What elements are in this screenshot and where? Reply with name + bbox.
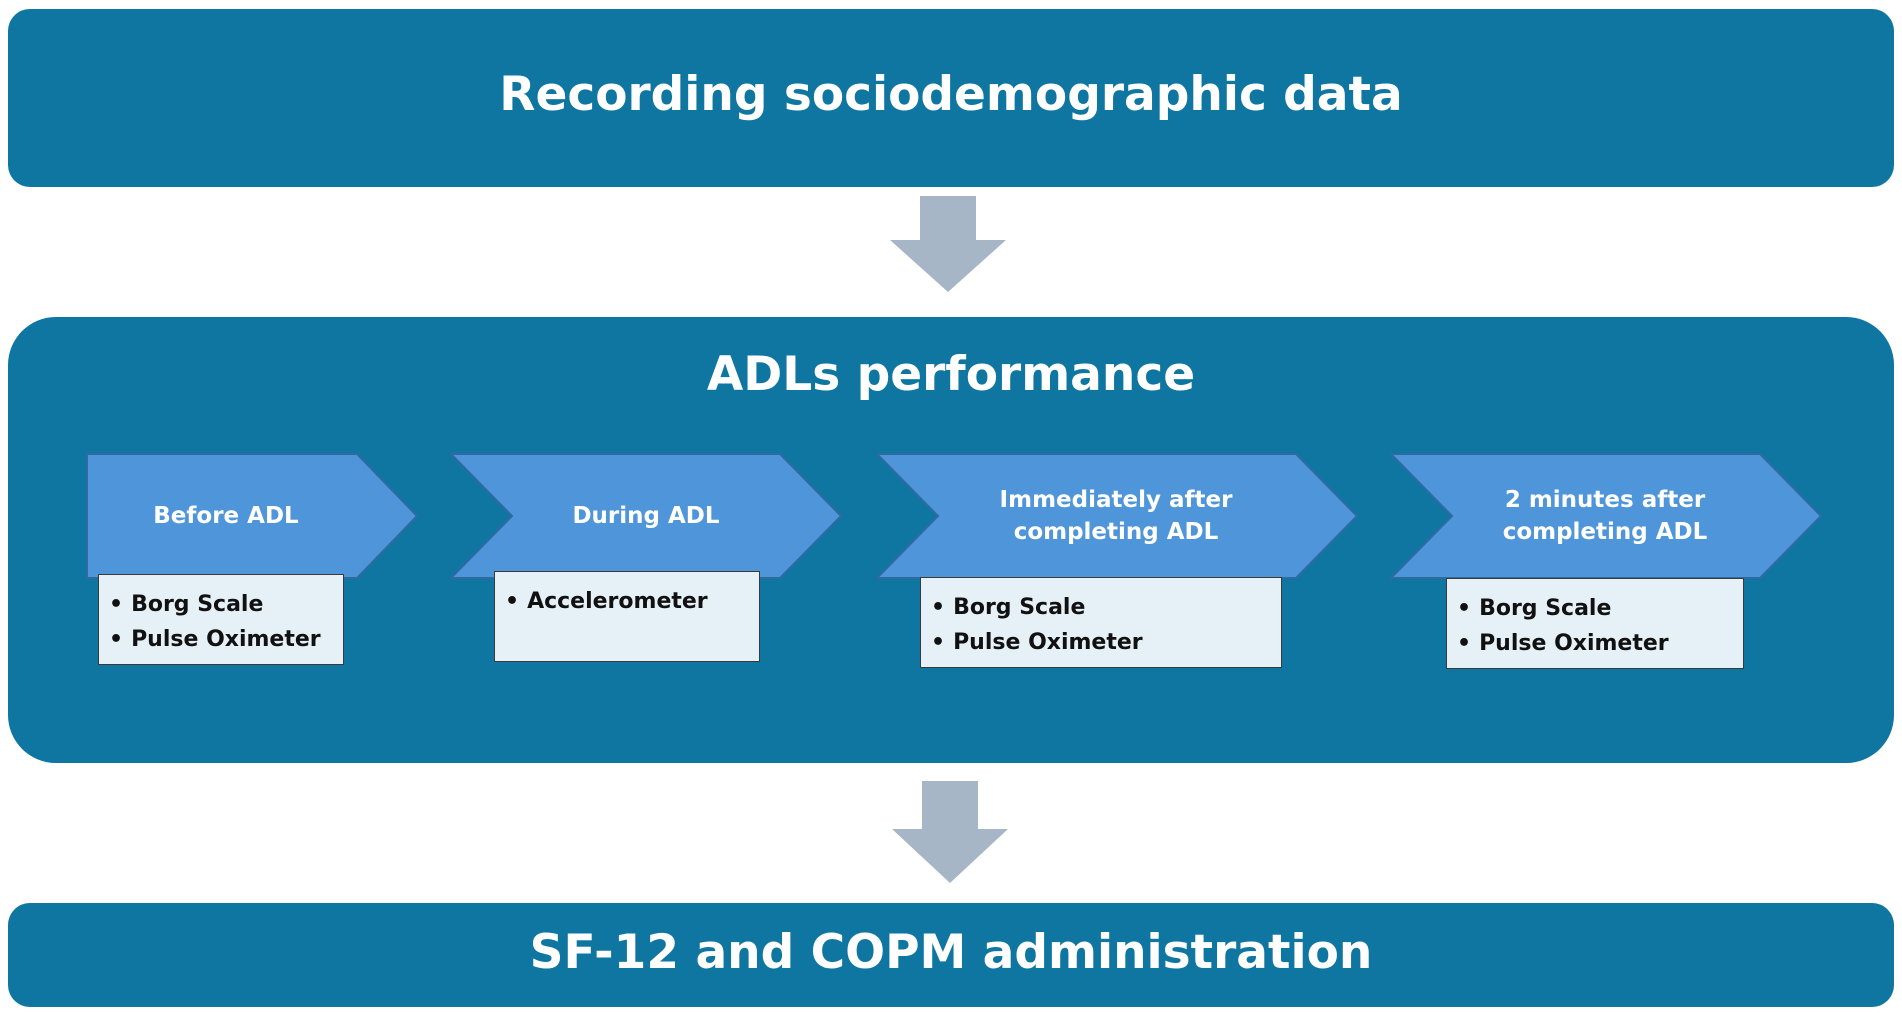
measure-item: Accelerometer bbox=[505, 584, 749, 619]
step-title: SF-12 and COPM administration bbox=[529, 925, 1373, 980]
chevron-arrow-icon bbox=[876, 453, 1358, 579]
stage-during-adl: During ADL bbox=[450, 453, 842, 579]
measure-item: Pulse Oximeter bbox=[109, 622, 333, 657]
chevron-arrow-icon bbox=[1390, 453, 1822, 579]
stage-label: Before ADL bbox=[153, 503, 299, 529]
chevron-arrow-icon bbox=[450, 453, 842, 579]
stage-label: Immediately after completing ADL bbox=[999, 487, 1233, 545]
stage-label: During ADL bbox=[572, 503, 720, 529]
measure-item: Borg Scale bbox=[931, 590, 1271, 625]
measure-item: Borg Scale bbox=[109, 587, 333, 622]
stage-before-adl: Before ADL bbox=[86, 453, 418, 579]
stage-immediately-after-adl: Immediately after completing ADL bbox=[876, 453, 1358, 579]
stage-label: 2 minutes after completing ADL bbox=[1502, 487, 1708, 545]
down-arrow-icon bbox=[892, 781, 1008, 883]
step-sf12-copm: SF-12 and COPM administration bbox=[8, 903, 1894, 1007]
down-arrow-icon bbox=[890, 196, 1006, 292]
measure-item: Pulse Oximeter bbox=[1457, 626, 1733, 661]
measure-box: Borg Scale Pulse Oximeter bbox=[1446, 578, 1744, 669]
step-title: Recording sociodemographic data bbox=[499, 67, 1403, 122]
step-sociodemographic: Recording sociodemographic data bbox=[8, 9, 1894, 187]
chevron-arrow-icon bbox=[86, 453, 418, 579]
measure-box: Accelerometer bbox=[494, 571, 760, 662]
measure-box: Borg Scale Pulse Oximeter bbox=[98, 574, 344, 665]
stage-2-minutes-after-adl: 2 minutes after completing ADL bbox=[1390, 453, 1822, 579]
measure-item: Pulse Oximeter bbox=[931, 625, 1271, 660]
measure-item: Borg Scale bbox=[1457, 591, 1733, 626]
step-title: ADLs performance bbox=[706, 347, 1196, 402]
measure-box: Borg Scale Pulse Oximeter bbox=[920, 577, 1282, 668]
